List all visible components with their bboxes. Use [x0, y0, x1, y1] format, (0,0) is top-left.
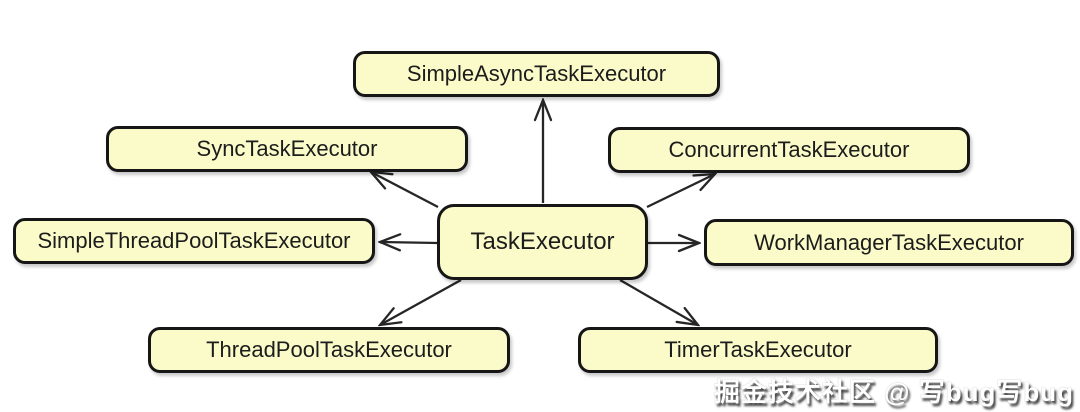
class-box-task-executor: TaskExecutor [437, 204, 648, 280]
class-box-label: ThreadPoolTaskExecutor [206, 337, 452, 362]
edge-task-executor-to-timer-task-executor [619, 279, 698, 325]
class-box-sync-task-executor: SyncTaskExecutor [106, 126, 468, 172]
edge-task-executor-to-concurrent-task-executor [646, 174, 715, 209]
class-box-timer-task-executor: TimerTaskExecutor [578, 327, 938, 373]
class-box-label: ConcurrentTaskExecutor [668, 137, 910, 162]
class-box-label: SyncTaskExecutor [196, 136, 378, 161]
class-box-label: TaskExecutor [470, 228, 615, 255]
class-box-work-manager-task-executor: WorkManagerTaskExecutor [704, 219, 1074, 266]
edge-task-executor-to-sync-task-executor [371, 172, 439, 209]
class-box-simple-thread-pool-task-executor: SimpleThreadPoolTaskExecutor [13, 218, 375, 264]
class-box-label: SimpleThreadPoolTaskExecutor [37, 228, 351, 253]
class-box-simple-async-task-executor: SimpleAsyncTaskExecutor [353, 51, 720, 97]
class-box-label: WorkManagerTaskExecutor [754, 229, 1024, 255]
class-box-thread-pool-task-executor: ThreadPoolTaskExecutor [148, 327, 510, 373]
class-box-label: TimerTaskExecutor [664, 337, 852, 362]
edge-task-executor-to-simple-thread-pool-task-executor [380, 242, 439, 243]
class-box-concurrent-task-executor: ConcurrentTaskExecutor [608, 127, 970, 173]
watermark: 掘金技术社区 @ 写bug写bug [713, 377, 1074, 407]
edge-task-executor-to-thread-pool-task-executor [380, 278, 462, 325]
class-box-label: SimpleAsyncTaskExecutor [406, 61, 667, 86]
